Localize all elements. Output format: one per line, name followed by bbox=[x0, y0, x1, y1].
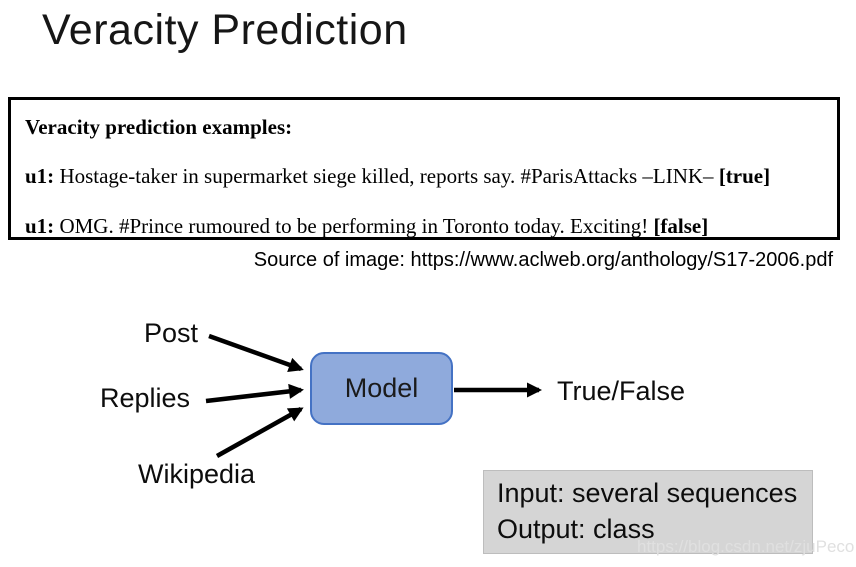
example-2-user: u1: bbox=[25, 214, 55, 238]
diagram-label-wikipedia: Wikipedia bbox=[138, 459, 256, 489]
example-1-verdict: [true] bbox=[718, 164, 771, 188]
arrow-replies-to-model bbox=[205, 383, 304, 404]
example-1-text: Hostage-taker in supermarket siege kille… bbox=[54, 164, 719, 188]
page-title: Veracity Prediction bbox=[42, 6, 408, 54]
example-2-text: OMG. #Prince rumoured to be performing i… bbox=[54, 214, 654, 238]
example-line-1: u1: Hostage-taker in supermarket siege k… bbox=[25, 164, 823, 189]
model-node: Model bbox=[310, 352, 453, 425]
watermark: https://blog.csdn.net/zjuPeco bbox=[637, 537, 855, 556]
info-box: Input: several sequences Output: class bbox=[483, 470, 813, 554]
diagram-label-replies: Replies bbox=[100, 383, 191, 413]
example-1-user: u1: bbox=[25, 164, 55, 188]
arrow-post-to-model bbox=[208, 333, 304, 373]
info-line-output: Output: class bbox=[497, 514, 655, 544]
model-label: Model bbox=[344, 373, 419, 403]
examples-heading: Veracity prediction examples: bbox=[25, 115, 293, 139]
diagram-label-post: Post bbox=[144, 318, 199, 348]
source-caption: Source of image: https://www.aclweb.org/… bbox=[253, 249, 833, 271]
example-line-2: u1: OMG. #Prince rumoured to be performi… bbox=[25, 214, 823, 239]
info-line-input: Input: several sequences bbox=[497, 478, 798, 508]
example-2-verdict: [false] bbox=[653, 214, 709, 238]
arrow-wikipedia-to-model bbox=[215, 407, 304, 458]
diagram-label-output: True/False bbox=[557, 376, 686, 406]
examples-box: Veracity prediction examples: u1: Hostag… bbox=[8, 97, 840, 240]
